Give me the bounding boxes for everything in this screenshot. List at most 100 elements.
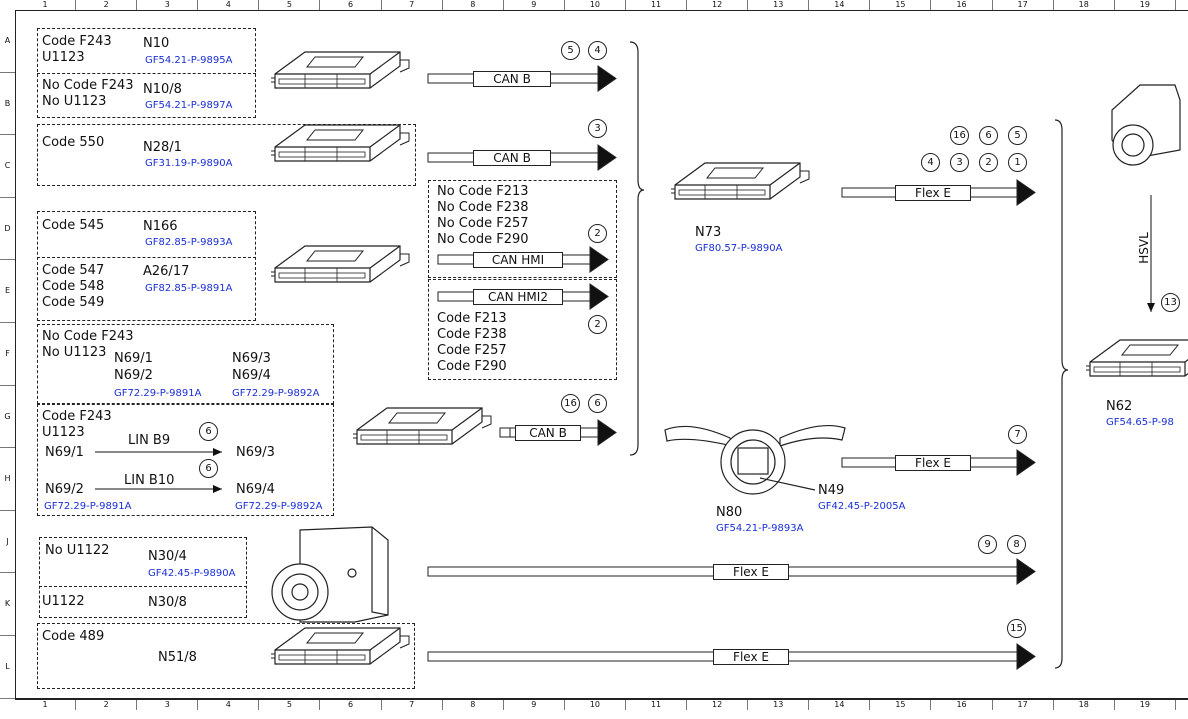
n51-label: N51/8 bbox=[158, 650, 197, 665]
n62-camera-drawing bbox=[1111, 84, 1181, 166]
column-number-4: 4 bbox=[198, 700, 260, 710]
column-number-19: 19 bbox=[1115, 700, 1176, 710]
row-letter-B: B bbox=[0, 73, 15, 136]
a26-ref[interactable]: GF82.85-P-9891A bbox=[145, 283, 233, 294]
n73-ref[interactable]: GF80.57-P-9890A bbox=[695, 243, 783, 254]
block-n10-divider bbox=[37, 73, 256, 74]
column-number-18: 18 bbox=[1054, 700, 1115, 710]
row-letter-K: K bbox=[0, 573, 15, 636]
marker-r2: 6 bbox=[979, 126, 998, 145]
n10-8-condition: No Code F243 No U1123 bbox=[42, 78, 134, 109]
n80-steering-switch-drawing bbox=[664, 424, 846, 495]
n166-ref[interactable]: GF82.85-P-9893A bbox=[145, 237, 233, 248]
column-number-19: 19 bbox=[1115, 0, 1176, 10]
column-number-18: 18 bbox=[1054, 0, 1115, 10]
row-letter-L: L bbox=[0, 636, 15, 699]
n10-8-ref[interactable]: GF54.21-P-9897A bbox=[145, 100, 233, 111]
marker-r1: 16 bbox=[950, 126, 969, 145]
n166-condition: Code 545 bbox=[42, 218, 105, 233]
row-letter-C: C bbox=[0, 135, 15, 198]
hmi2-condition: Code F213 Code F238 Code F257 Code F290 bbox=[437, 311, 507, 374]
column-number-10: 10 bbox=[565, 700, 626, 710]
n166-label: N166 bbox=[143, 219, 178, 234]
marker-r7: 1 bbox=[1008, 153, 1027, 172]
column-number-10: 10 bbox=[565, 0, 626, 10]
n69-yes-condition: Code F243 U1123 bbox=[42, 409, 112, 440]
column-number-2: 2 bbox=[76, 0, 138, 10]
n69-ecu-drawing bbox=[352, 407, 492, 445]
block-n166-divider bbox=[37, 257, 256, 258]
n30-8-label: N30/8 bbox=[148, 595, 187, 610]
row-letter-D: D bbox=[0, 198, 15, 261]
column-number-2: 2 bbox=[76, 700, 138, 710]
brace-right bbox=[1054, 119, 1069, 669]
column-number-6: 6 bbox=[321, 0, 382, 10]
column-number-9: 9 bbox=[504, 0, 565, 10]
n69-no-n1: N69/1 bbox=[114, 351, 153, 366]
n28-label: N28/1 bbox=[143, 140, 182, 155]
marker-e1: 2 bbox=[588, 224, 607, 243]
n69-yes-lin1: LIN B9 bbox=[128, 433, 171, 448]
column-number-1: 1 bbox=[15, 0, 77, 10]
block-n28 bbox=[37, 124, 416, 186]
column-number-15: 15 bbox=[870, 700, 932, 710]
bus-label-flex-e-4: Flex E bbox=[713, 649, 789, 665]
n30-4-ref[interactable]: GF42.45-P-9890A bbox=[148, 568, 236, 579]
marker-g1: 16 bbox=[561, 394, 580, 413]
column-number-9: 9 bbox=[504, 700, 565, 710]
block-n51 bbox=[37, 623, 415, 689]
column-number-3: 3 bbox=[137, 700, 199, 710]
n28-condition: Code 550 bbox=[42, 135, 105, 150]
n10-label: N10 bbox=[143, 36, 170, 51]
bus-label-can-b-1: CAN B bbox=[473, 71, 551, 87]
n30-unit-drawing bbox=[271, 526, 389, 623]
column-number-3: 3 bbox=[137, 0, 199, 10]
bus-label-flex-e-3: Flex E bbox=[713, 564, 789, 580]
marker-g2: 6 bbox=[588, 394, 607, 413]
bus-label-can-hmi: CAN HMI bbox=[473, 252, 563, 268]
a26-label: A26/17 bbox=[143, 264, 190, 279]
marker-r4: 4 bbox=[921, 153, 940, 172]
column-number-14: 14 bbox=[809, 0, 871, 10]
n69-no-ref1[interactable]: GF72.29-P-9891A bbox=[114, 388, 202, 399]
column-number-5: 5 bbox=[259, 0, 321, 10]
n28-ref[interactable]: GF31.19-P-9890A bbox=[145, 158, 233, 169]
column-number-13: 13 bbox=[748, 700, 810, 710]
n69-no-ref2[interactable]: GF72.29-P-9892A bbox=[232, 388, 320, 399]
n80-ref[interactable]: GF54.21-P-9893A bbox=[716, 523, 804, 534]
n51-condition: Code 489 bbox=[42, 629, 105, 644]
bus-label-can-hmi2: CAN HMI2 bbox=[473, 289, 563, 305]
marker-j2: 8 bbox=[1007, 535, 1026, 554]
n73-label: N73 bbox=[695, 225, 722, 240]
column-number-6: 6 bbox=[321, 700, 382, 710]
n10-condition: Code F243 U1123 bbox=[42, 34, 112, 65]
block-n69-no bbox=[37, 324, 334, 404]
row-letter-F: F bbox=[0, 323, 15, 386]
hmi-condition: No Code F213 No Code F238 No Code F257 N… bbox=[437, 184, 529, 247]
n69-yes-ref2[interactable]: GF72.29-P-9892A bbox=[235, 501, 323, 512]
column-number-15: 15 bbox=[870, 0, 932, 10]
a26-condition: Code 547 Code 548 Code 549 bbox=[42, 263, 105, 310]
column-number-8: 8 bbox=[443, 700, 504, 710]
marker-n62: 13 bbox=[1161, 293, 1180, 312]
n49-ref[interactable]: GF42.45-P-2005A bbox=[818, 501, 906, 512]
marker-r3: 5 bbox=[1008, 126, 1027, 145]
n69-yes-n3: N69/3 bbox=[236, 445, 275, 460]
brace-left bbox=[629, 41, 645, 456]
column-number-8: 8 bbox=[443, 0, 504, 10]
marker-h1: 6 bbox=[199, 422, 218, 441]
n69-yes-ref1[interactable]: GF72.29-P-9891A bbox=[44, 501, 132, 512]
marker-h2: 6 bbox=[199, 459, 218, 478]
marker-f1: 2 bbox=[588, 315, 607, 334]
block-n30 bbox=[39, 537, 247, 618]
column-number-12: 12 bbox=[687, 0, 749, 10]
n62-label: N62 bbox=[1106, 399, 1133, 414]
n62-ref[interactable]: GF54.65-P-98 bbox=[1106, 417, 1174, 428]
marker-n80: 7 bbox=[1008, 425, 1027, 444]
n10-ref[interactable]: GF54.21-P-9895A bbox=[145, 55, 233, 66]
row-letter-E: E bbox=[0, 260, 15, 323]
column-number-11: 11 bbox=[626, 700, 688, 710]
n69-yes-n2: N69/2 bbox=[45, 482, 84, 497]
